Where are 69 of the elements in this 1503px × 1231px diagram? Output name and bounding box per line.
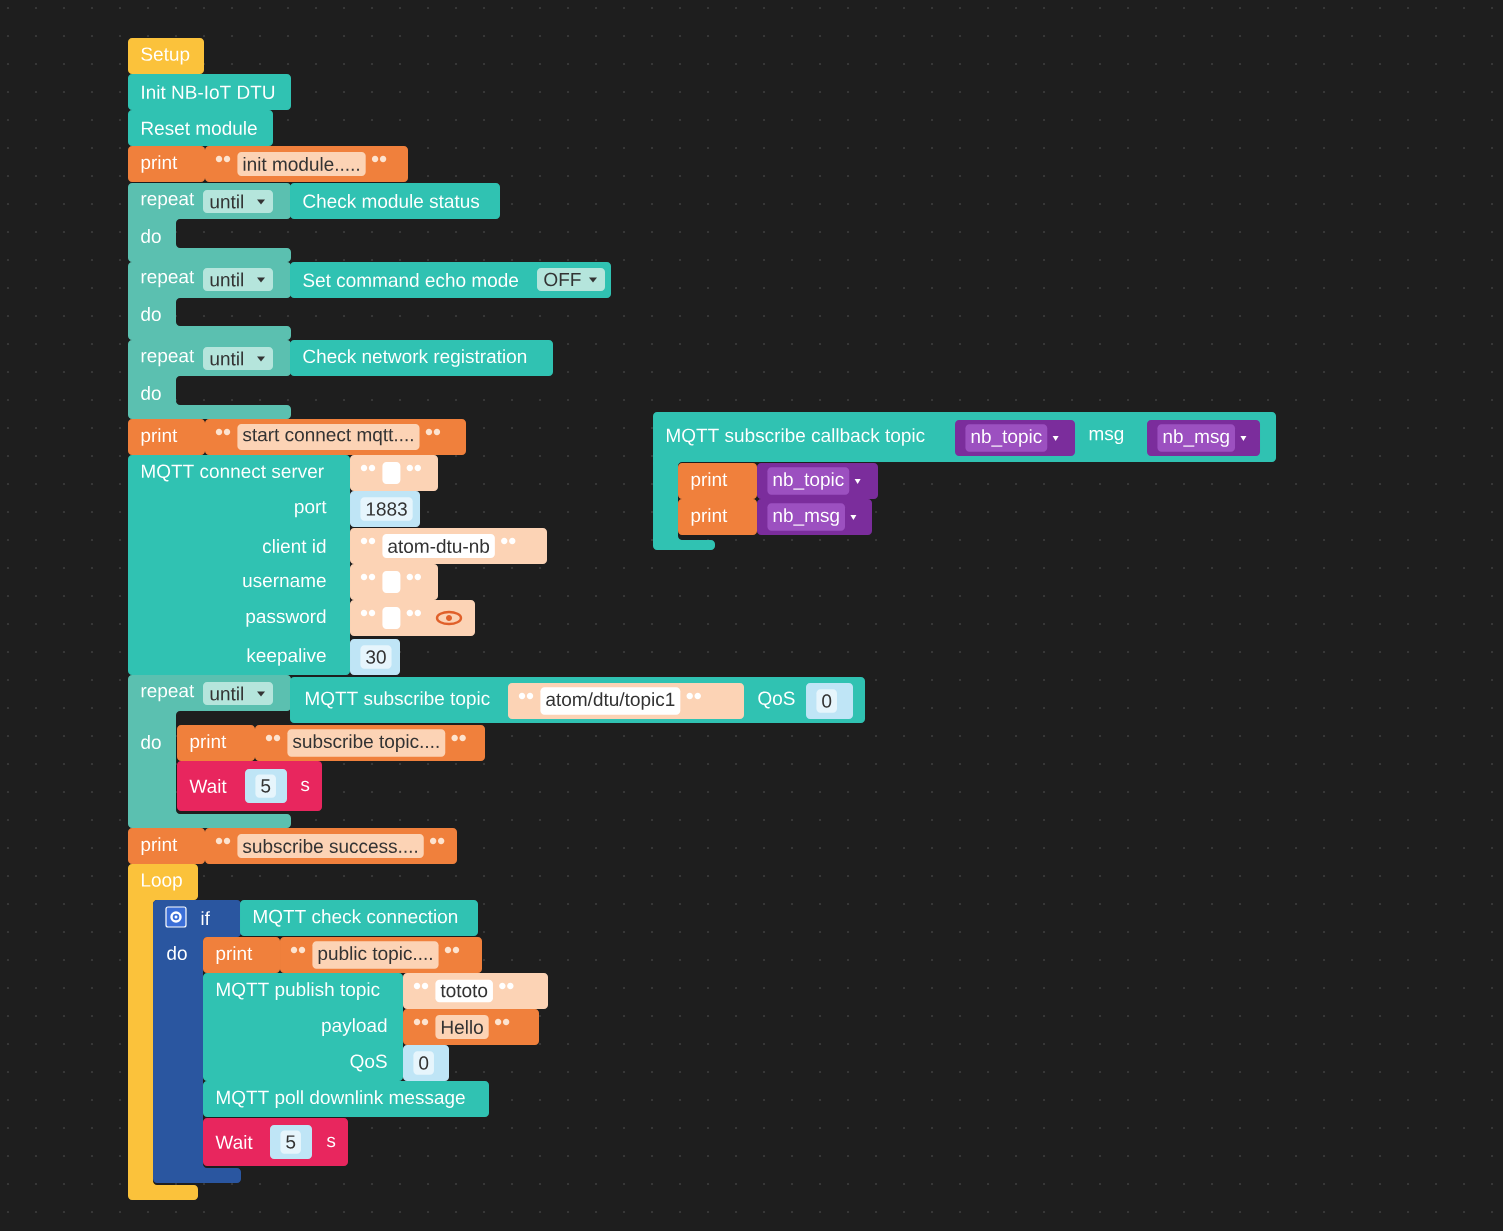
node-label: s bbox=[300, 780, 310, 792]
node-label: print bbox=[190, 734, 227, 752]
node-label: start connect mqtt.... bbox=[242, 428, 413, 446]
node-label: Reset module bbox=[141, 121, 257, 135]
code-block: Check network registration bbox=[290, 340, 553, 376]
variable-block: nb_msg bbox=[1147, 420, 1260, 456]
node-label: msg bbox=[1089, 429, 1124, 445]
code-block: print bbox=[128, 146, 205, 182]
number-block: 0 bbox=[806, 683, 853, 719]
code-block: Setup bbox=[128, 38, 204, 74]
node-label: MQTT subscribe callback topic bbox=[666, 428, 925, 446]
number-block: 30 bbox=[350, 639, 400, 675]
variable-block: nb_msg bbox=[757, 499, 872, 535]
node-label: subscribe topic.... bbox=[292, 734, 439, 752]
node-label: Wait bbox=[189, 779, 227, 793]
string-block: subscribe topic.... bbox=[255, 725, 485, 761]
code-block: Reset module bbox=[128, 110, 273, 146]
node-label: print bbox=[691, 472, 728, 490]
dropdown: OFF bbox=[537, 268, 605, 291]
code-block: Check module status bbox=[290, 183, 500, 219]
code-block: print bbox=[128, 419, 205, 455]
number-block: 5 bbox=[245, 769, 287, 803]
node-label: print bbox=[141, 428, 178, 446]
string-block: tototo bbox=[403, 973, 548, 1009]
node-label: print bbox=[691, 508, 728, 526]
node-label: Init NB-IoT DTU bbox=[142, 85, 275, 99]
dropdown: until bbox=[203, 682, 273, 705]
string-block: Hello bbox=[403, 1009, 539, 1045]
code-block: MQTT check connection bbox=[240, 900, 478, 936]
number-block: 0 bbox=[403, 1045, 449, 1081]
code-block: MQTT poll downlink message bbox=[203, 1081, 489, 1117]
code-block: Init NB-IoT DTU bbox=[128, 74, 291, 110]
node-label: payload bbox=[322, 1018, 387, 1036]
node-label: MQTT publish topic bbox=[216, 982, 380, 1000]
node-label: nb_topic bbox=[773, 472, 844, 490]
node-label: MQTT poll downlink message bbox=[216, 1090, 465, 1108]
string-block: atom/dtu/topic1 bbox=[508, 683, 744, 719]
node-label: QoS bbox=[350, 1054, 387, 1072]
node-label: subscribe success.... bbox=[242, 839, 417, 853]
dropdown: until bbox=[203, 190, 273, 213]
number-block: 1883 bbox=[350, 491, 420, 527]
node-label: s bbox=[326, 1136, 336, 1148]
node-label: print bbox=[141, 837, 178, 855]
code-block: print bbox=[177, 725, 255, 761]
string-block: subscribe success.... bbox=[205, 828, 457, 864]
variable-block: nb_topic bbox=[955, 420, 1075, 456]
node-label: nb_msg bbox=[773, 508, 839, 526]
dropdown: until bbox=[203, 347, 273, 370]
code-block: print bbox=[678, 463, 757, 499]
dropdown: until bbox=[203, 268, 273, 291]
number-block: 5 bbox=[270, 1125, 312, 1159]
string-block: init module..... bbox=[205, 146, 408, 182]
code-block: print bbox=[128, 828, 205, 864]
node-label: Wait bbox=[215, 1135, 253, 1149]
string-block bbox=[350, 564, 438, 600]
node-label: print bbox=[141, 155, 178, 173]
string-block: public topic.... bbox=[280, 937, 482, 973]
string-block: atom-dtu-nb bbox=[350, 528, 547, 564]
node-label: print bbox=[216, 946, 253, 964]
string-block bbox=[350, 455, 438, 491]
node-label: MQTT subscribe topic bbox=[305, 691, 490, 709]
code-block: print bbox=[203, 937, 280, 973]
node-label: init module..... bbox=[243, 157, 359, 171]
code-block: MQTT publish topic payload QoS bbox=[203, 973, 403, 1081]
string-block: start connect mqtt.... bbox=[205, 419, 466, 455]
code-block: print bbox=[678, 499, 757, 535]
node-label: public topic.... bbox=[318, 946, 432, 964]
variable-block: nb_topic bbox=[757, 463, 878, 499]
node-label: QoS bbox=[758, 691, 795, 709]
